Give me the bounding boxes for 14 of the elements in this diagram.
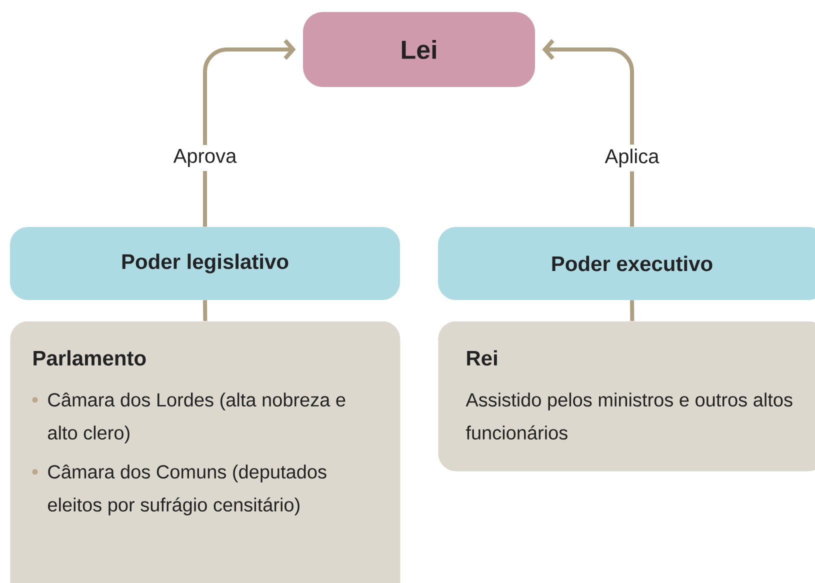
edge-label: Aprova xyxy=(169,145,241,171)
card-heading: Rei xyxy=(467,350,497,366)
text-card xyxy=(10,321,400,583)
title-box: Lei xyxy=(303,12,535,87)
arrow xyxy=(542,39,634,227)
card-text: Assistido pelos ministros e outros altos funcionários xyxy=(466,392,792,440)
edge-label: Aplica xyxy=(600,144,664,172)
category-box: Poder executivo xyxy=(438,227,815,300)
arrow xyxy=(203,39,296,227)
list-item: Câmara dos Lordes (alta nobreza e alto clero) xyxy=(48,392,346,444)
card-heading: Parlamento xyxy=(34,350,146,366)
text-card xyxy=(438,321,815,472)
category-box: Poder legislativo xyxy=(10,227,400,300)
list-item: Câmara dos Comuns (deputados eleitos por sufrágio censitário) xyxy=(48,464,326,516)
